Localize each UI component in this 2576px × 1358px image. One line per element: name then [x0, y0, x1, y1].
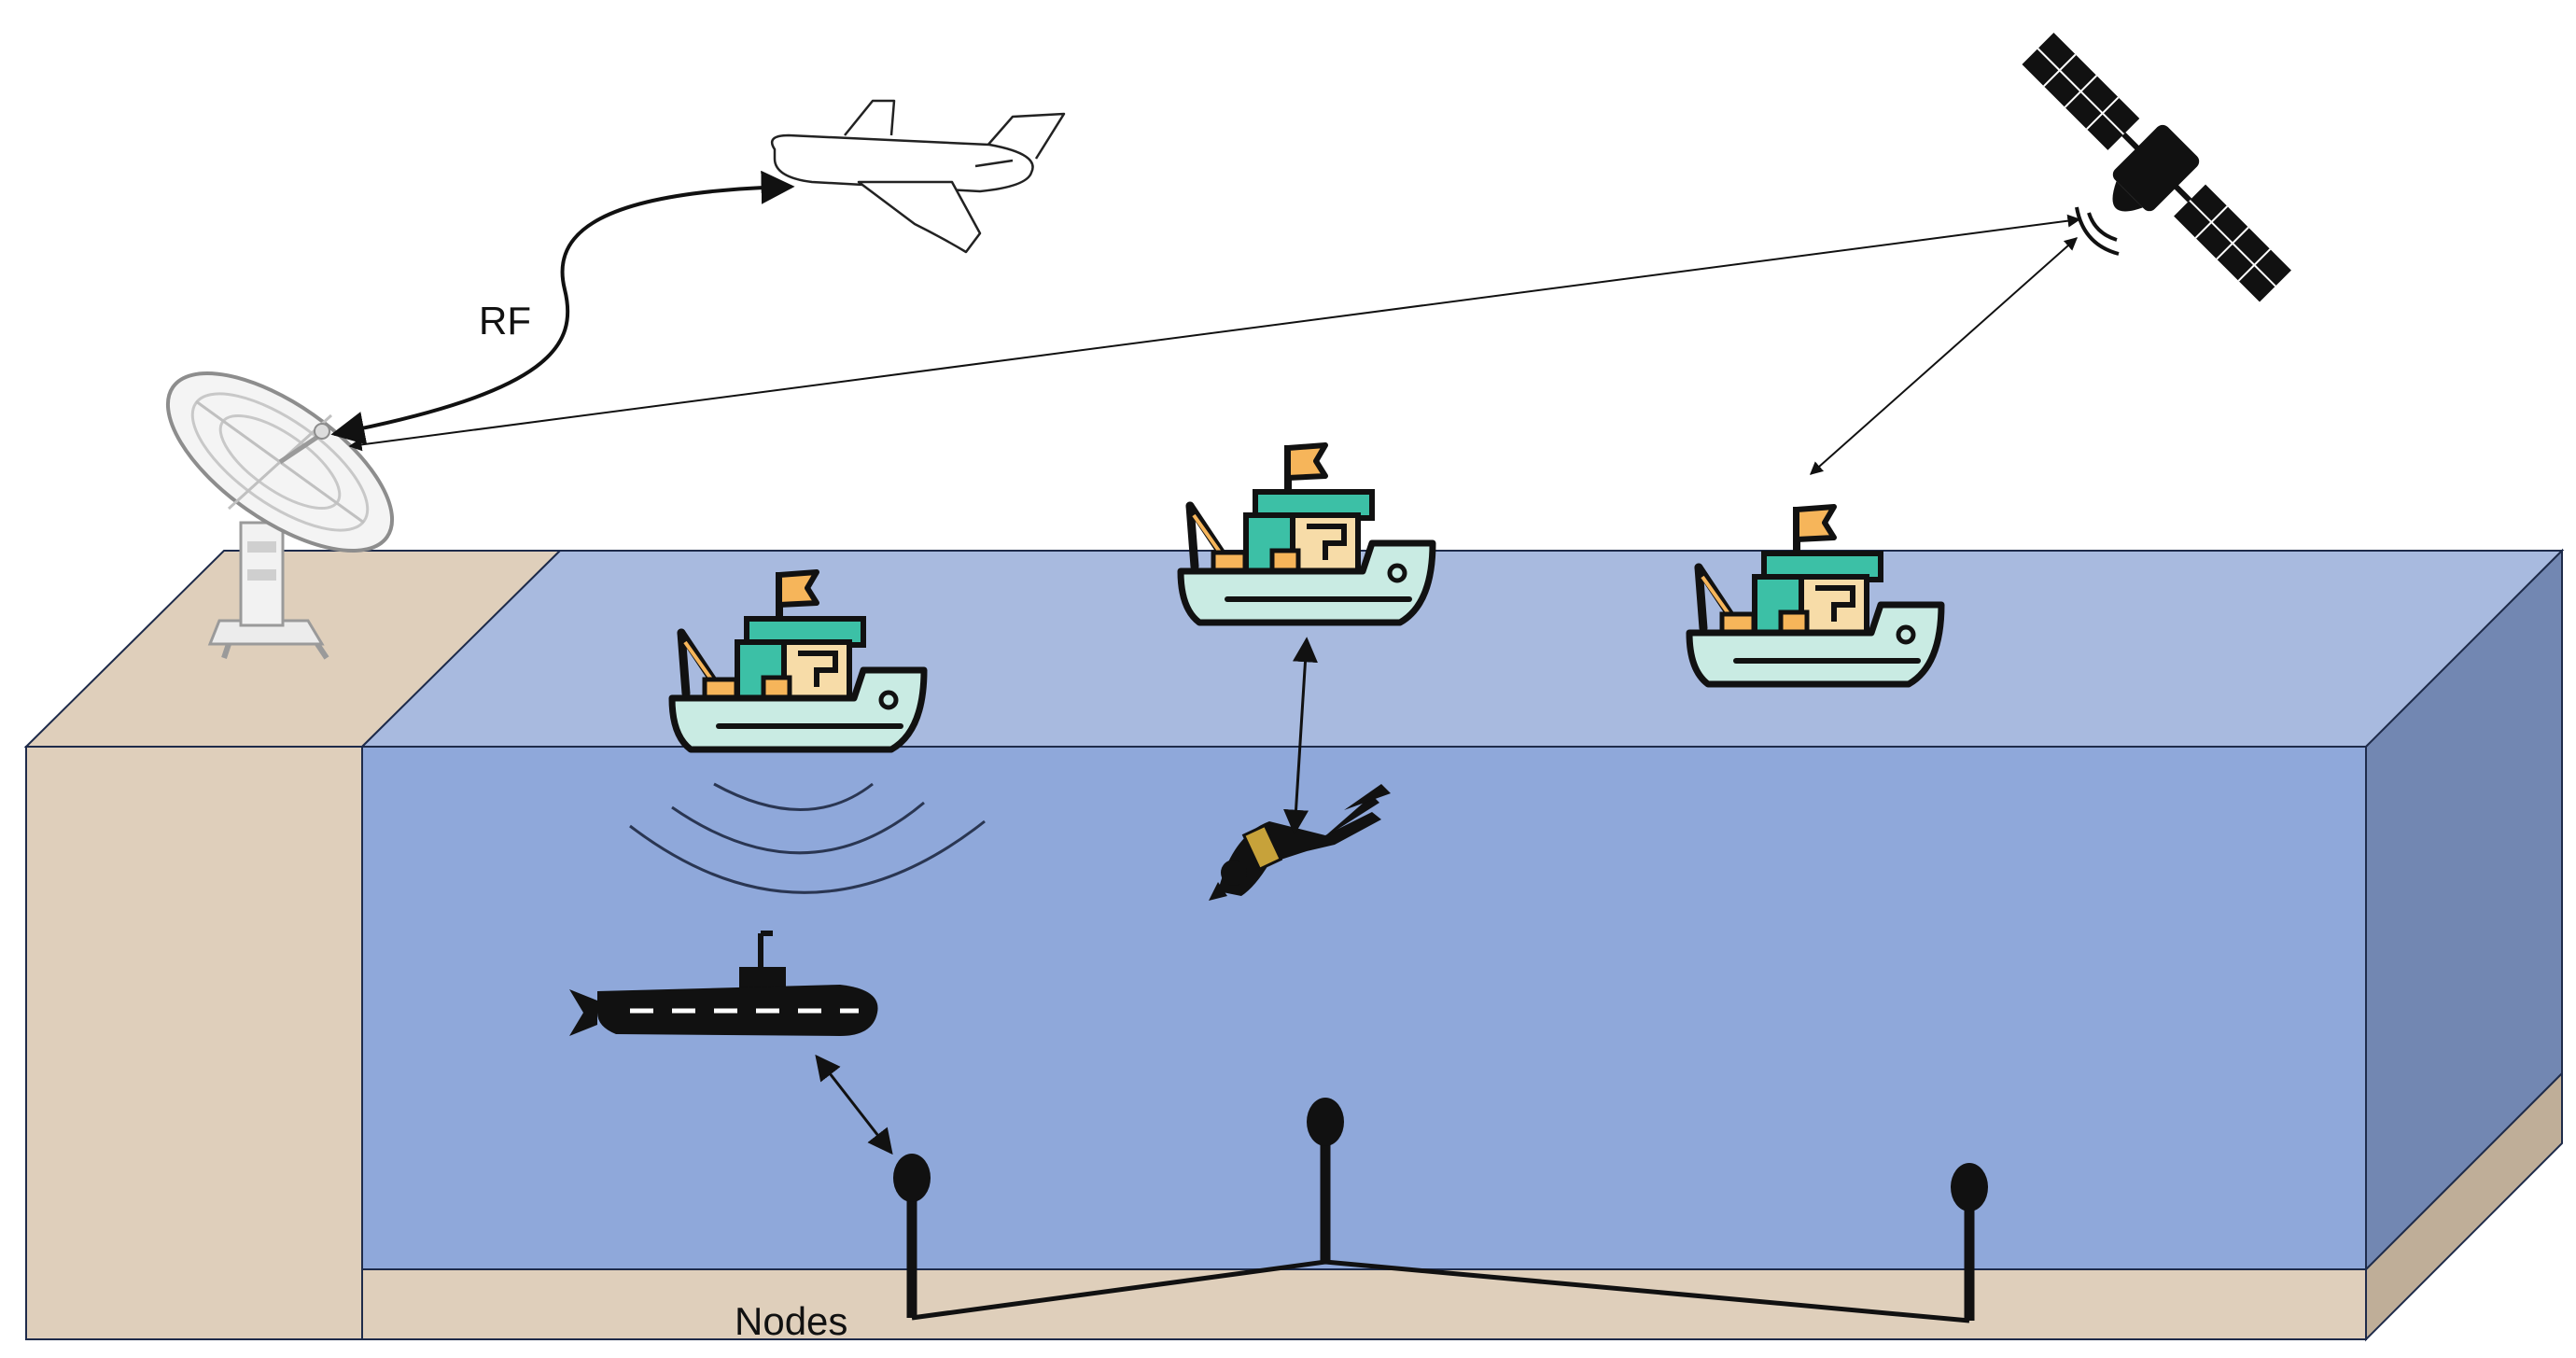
- submarine-icon: [569, 931, 878, 1036]
- nodes-label: Nodes: [735, 1299, 847, 1343]
- water-body: [359, 548, 2565, 1272]
- seabed: [23, 550, 2563, 1342]
- sensor-nodes: [893, 1098, 1988, 1323]
- sonar-wave-icon: [629, 782, 986, 894]
- diver-icon: [1209, 784, 1391, 901]
- satellite-ship-link: [1809, 237, 2079, 475]
- ship-icon: [1181, 445, 1433, 623]
- sensor-node-icon: [1307, 1098, 1344, 1146]
- sensor-node-icon: [893, 1154, 931, 1202]
- airplane-icon: [770, 99, 1066, 254]
- sub-node-link: [815, 1054, 893, 1155]
- ship-diver-link: [1283, 637, 1318, 835]
- dish-satellite-link: [348, 214, 2081, 452]
- satellite-dish-icon: [165, 371, 395, 660]
- rf-label: RF: [479, 299, 531, 343]
- sensor-node-icon: [1951, 1163, 1988, 1211]
- satellite-icon: [2022, 33, 2291, 302]
